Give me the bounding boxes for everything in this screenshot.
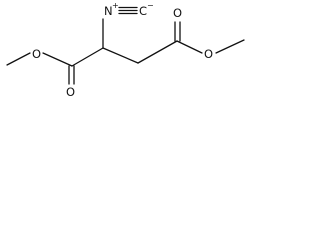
- bond-left-oxygen-carbonyl: [42, 52, 73, 67]
- bond-alpha-methylene: [102, 47, 139, 64]
- atom-isocyano-carbon: C: [139, 4, 147, 18]
- atom-labels: N + C − O O O O: [32, 1, 213, 99]
- atom-left-carbonyl-oxygen: O: [66, 85, 75, 99]
- bond-carbonyl-alpha: [71, 47, 104, 67]
- bond-lines: [6, 6, 245, 85]
- charge-nitrogen: +: [112, 1, 119, 10]
- atom-right-ether-oxygen: O: [204, 47, 213, 61]
- bond-right-carbonyl-oxygen: [176, 40, 203, 54]
- chemical-structure: N + C − O O O O: [6, 1, 245, 99]
- charge-carbon: −: [147, 1, 154, 10]
- atom-isocyano-nitrogen: N: [104, 4, 113, 18]
- bond-right-oxygen-methyl: [215, 39, 245, 54]
- bond-methylene-carbonyl: [137, 40, 178, 64]
- atom-right-carbonyl-oxygen: O: [173, 6, 182, 20]
- atom-left-ether-oxygen: O: [32, 47, 41, 61]
- bond-left-methyl-oxygen: [6, 52, 31, 66]
